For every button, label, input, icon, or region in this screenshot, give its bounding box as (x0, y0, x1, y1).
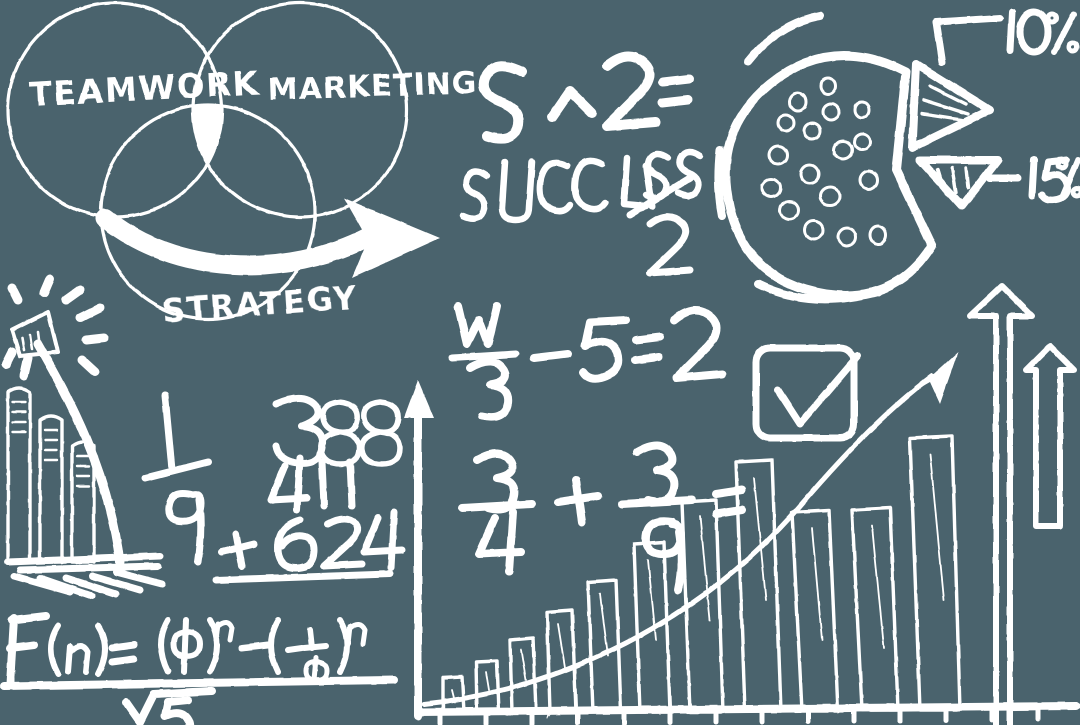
pie-slice-10 (908, 60, 994, 152)
equation-fraction-sum (458, 441, 746, 594)
up-arrow-tall (967, 283, 1035, 725)
bar (474, 659, 501, 714)
fraction-one-ninth (141, 391, 212, 566)
bar-chart-bars (441, 434, 962, 719)
venn-label-marketing: MARKETING (267, 66, 478, 108)
pie-leader-10 (932, 14, 1004, 26)
equation-binet-formula (0, 612, 398, 725)
check-icon (774, 352, 862, 428)
venn-label-strategy: STRATEGY (161, 278, 359, 330)
bar (680, 498, 725, 714)
pie-dot-pattern (760, 76, 888, 248)
idea-bars-with-rays (1, 274, 166, 600)
up-arrow-short (1023, 343, 1077, 529)
addition-problem (212, 395, 406, 584)
label-ten-percent (1006, 8, 1080, 56)
bar (441, 675, 466, 714)
x-axis-ticks (437, 704, 1041, 725)
checkbox-checked[interactable] (752, 344, 862, 442)
addition-rule (212, 570, 394, 584)
checkbox-box[interactable] (752, 344, 858, 442)
pie-main-slice (721, 51, 937, 300)
venn-circle-marketing (191, 1, 409, 219)
bar-texture (451, 453, 945, 703)
ray-group (1, 274, 109, 381)
label-fifteen-percent (1028, 156, 1080, 204)
exploded-pie-chart (714, 12, 1022, 304)
base-fan (4, 552, 166, 600)
venn-label-teamwork: TEAMWORK (28, 63, 261, 114)
trend-arrowhead (916, 352, 958, 404)
pie-percent-labels (1006, 8, 1080, 204)
bar (790, 508, 840, 713)
bar (508, 636, 538, 714)
bar (632, 540, 672, 714)
curved-right-arrow (95, 198, 440, 278)
bar (908, 434, 962, 712)
bar (734, 458, 783, 713)
equation-success (459, 51, 704, 277)
equation-linear (448, 302, 726, 422)
exponential-growth-curve (421, 352, 958, 707)
bar (850, 506, 900, 712)
binet-fraction-rule (0, 676, 398, 690)
fraction-one-half (626, 162, 694, 277)
idea-bar-group (6, 386, 96, 564)
upward-arrows (967, 283, 1077, 725)
bar (586, 578, 623, 714)
y-axis-arrowhead (404, 380, 434, 418)
bar (545, 608, 578, 719)
